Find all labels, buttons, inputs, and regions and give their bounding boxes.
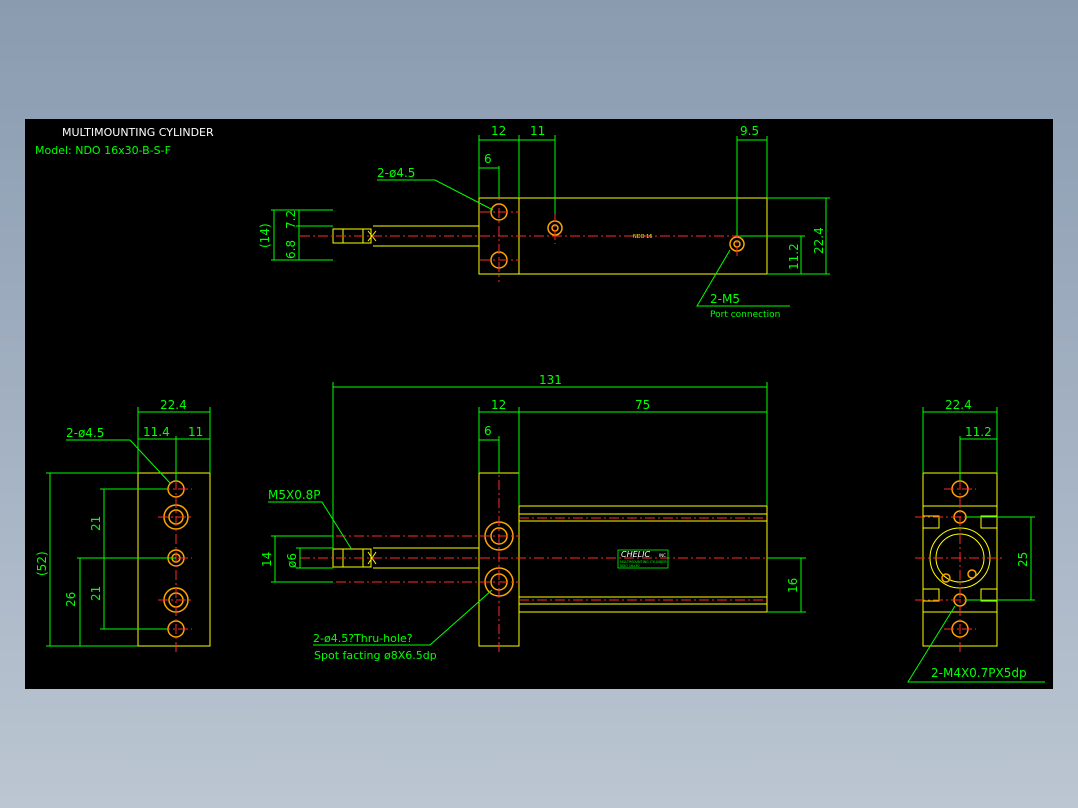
nameplate xyxy=(617,549,669,569)
dim-11-2: 11.2 xyxy=(787,243,801,270)
brand-tag: INC xyxy=(659,553,666,558)
dim-52: (52) xyxy=(35,551,49,576)
left-block xyxy=(137,472,211,647)
hole-callout: 2-ø4.5 xyxy=(66,426,104,440)
left-view: 22.4 11.4 11 2-ø4.5 (52) 26 21 21 xyxy=(35,398,211,655)
dim-11: 11 xyxy=(188,425,203,439)
thread-callout: 2-M4X0.7PX5dp xyxy=(931,666,1027,680)
dim-12: 12 xyxy=(491,124,506,138)
dim-6: 6 xyxy=(484,152,492,166)
model-label: Model: NDO 16x30-B-S-F xyxy=(35,144,171,157)
cad-drawing-canvas[interactable]: MULTIMOUNTING CYLINDER Model: NDO 16x30-… xyxy=(25,119,1053,689)
hole-callout: 2-ø4.5 xyxy=(377,166,415,180)
top-view: NDO 16 12 11 6 9.5 2-ø4.5 (14) 7.2 6.8 2… xyxy=(258,124,830,320)
dim-22-4: 22.4 xyxy=(812,227,826,254)
brand-logo: CHELIC xyxy=(621,550,650,559)
dim-16: 16 xyxy=(786,578,800,593)
dim-12: 12 xyxy=(491,398,506,412)
dim-9-5: 9.5 xyxy=(740,124,759,138)
dim-25: 25 xyxy=(1016,552,1030,567)
dim-6-8: 6.8 xyxy=(284,240,298,259)
front-view: CHELIC INC MULTIMOUNTING CYLINDER NDO 16… xyxy=(260,373,806,662)
dim-131: 131 xyxy=(539,373,562,387)
dim-22-4: 22.4 xyxy=(945,398,972,412)
plate-line-1: MULTIMOUNTING CYLINDER xyxy=(620,560,667,564)
dim-14: 14 xyxy=(260,552,274,567)
dim-7-2: 7.2 xyxy=(284,210,298,229)
dim-26: 26 xyxy=(64,592,78,607)
port-callout: 2-M5 xyxy=(710,292,740,306)
plate-line-2: NDO 16x30 xyxy=(620,564,640,568)
port-callout-sub: Port connection xyxy=(710,310,780,320)
thread-callout: M5X0.8P xyxy=(268,488,321,502)
dim-d6: ø6 xyxy=(285,553,299,568)
dim-11-2: 11.2 xyxy=(965,425,992,439)
dim-6: 6 xyxy=(484,424,492,438)
cad-drawing: MULTIMOUNTING CYLINDER Model: NDO 16x30-… xyxy=(35,124,1045,683)
hole-callout: 2-ø4.5?Thru-hole? xyxy=(313,632,413,645)
spot-facing-callout: Spot facting ø8X6.5dp xyxy=(314,649,437,662)
dim-11-4: 11.4 xyxy=(143,425,170,439)
dim-21: 21 xyxy=(89,516,103,531)
dim-75: 75 xyxy=(635,398,650,412)
dim-11: 11 xyxy=(530,124,545,138)
front-body xyxy=(518,505,768,613)
right-view: 22.4 11.2 25 2-M4X0.7PX5dp xyxy=(907,398,1045,683)
dim-21: 21 xyxy=(89,586,103,601)
dim-22-4: 22.4 xyxy=(160,398,187,412)
body-text: NDO 16 xyxy=(633,234,652,240)
drawing-title: MULTIMOUNTING CYLINDER xyxy=(62,126,214,139)
dim-14: (14) xyxy=(258,223,272,248)
